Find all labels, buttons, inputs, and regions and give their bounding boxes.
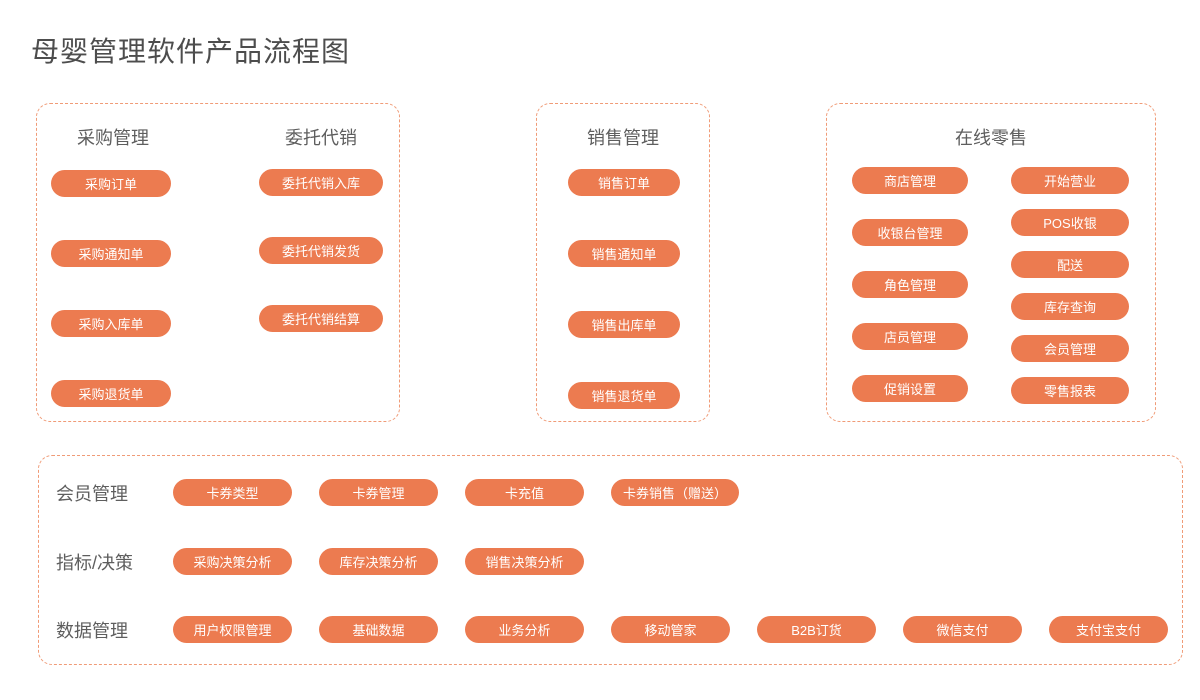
flow-node: 采购决策分析 <box>173 548 292 575</box>
flow-node: 销售订单 <box>568 169 680 196</box>
flow-node: 委托代销入库 <box>259 169 383 196</box>
page-title: 母婴管理软件产品流程图 <box>31 36 351 67</box>
flow-node: 库存查询 <box>1011 293 1129 320</box>
flow-node: 业务分析 <box>465 616 584 643</box>
pill-column-retail-right: 开始营业 POS收银配送库存查询会员管理零售报表 <box>1011 167 1129 404</box>
flow-node: 促销设置 <box>852 375 968 402</box>
group-sales: 销售管理 销售订单销售通知单销售出库单销售退货单 <box>536 103 710 422</box>
flow-node: 销售出库单 <box>568 311 680 338</box>
flow-node: B2B订货 <box>757 616 876 643</box>
flow-node: 卡充值 <box>465 479 584 506</box>
flow-node: POS收银 <box>1011 209 1129 236</box>
flow-node: 支付宝支付 <box>1049 616 1168 643</box>
row-label-member-management: 会员管理 <box>56 483 128 504</box>
flow-node: 委托代销结算 <box>259 305 383 332</box>
flow-node: 采购入库单 <box>51 310 171 337</box>
flow-node: 会员管理 <box>1011 335 1129 362</box>
flow-node: 微信支付 <box>903 616 1022 643</box>
pill-column-sales: 销售订单销售通知单销售出库单销售退货单 <box>568 169 680 409</box>
flow-node: 销售决策分析 <box>465 548 584 575</box>
flow-node: 委托代销发货 <box>259 237 383 264</box>
flow-node: 采购订单 <box>51 170 171 197</box>
flow-node: 卡券管理 <box>319 479 438 506</box>
flow-node: 销售通知单 <box>568 240 680 267</box>
flow-node: 用户权限管理 <box>173 616 292 643</box>
column-heading-consignment: 委托代销 <box>285 128 357 148</box>
flow-node: 商店管理 <box>852 167 968 194</box>
pill-column-retail-left: 商店管理收银台管理角色管理店员管理促销设置 <box>852 167 968 402</box>
flow-node: 角色管理 <box>852 271 968 298</box>
row-pills-data-management: 用户权限管理基础数据业务分析移动管家 B2B订货微信支付支付宝支付 <box>173 616 1168 643</box>
flow-node: 卡券销售（赠送） <box>611 479 740 506</box>
row-label-data-management: 数据管理 <box>56 620 128 641</box>
flow-node: 收银台管理 <box>852 219 968 246</box>
flow-node: 采购退货单 <box>51 380 171 407</box>
flow-node: 店员管理 <box>852 323 968 350</box>
flow-node: 移动管家 <box>611 616 730 643</box>
row-pills-member-management: 卡券类型卡券管理卡充值卡券销售（赠送） <box>173 479 740 506</box>
flow-node: 采购通知单 <box>51 240 171 267</box>
flow-node: 库存决策分析 <box>319 548 438 575</box>
flow-node: 零售报表 <box>1011 377 1129 404</box>
flow-node: 销售退货单 <box>568 382 680 409</box>
flow-node: 配送 <box>1011 251 1129 278</box>
flow-node: 卡券类型 <box>173 479 292 506</box>
row-data-management: 数据管理 用户权限管理基础数据业务分析移动管家 B2B订货微信支付支付宝支付 <box>39 616 1182 643</box>
group-online-retail: 在线零售 商店管理收银台管理角色管理店员管理促销设置 开始营业 POS收银配送库存… <box>826 103 1156 422</box>
flow-node: 基础数据 <box>319 616 438 643</box>
group-platform: 会员管理 卡券类型卡券管理卡充值卡券销售（赠送） 指标/决策 采购决策分析库存决… <box>38 455 1183 665</box>
column-heading-online-retail: 在线零售 <box>955 128 1027 148</box>
row-label-metrics-decision: 指标/决策 <box>56 552 134 573</box>
pill-column-consignment: 委托代销入库委托代销发货委托代销结算 <box>259 169 383 332</box>
column-heading-purchase: 采购管理 <box>77 128 149 148</box>
row-member-management: 会员管理 卡券类型卡券管理卡充值卡券销售（赠送） <box>39 479 1182 506</box>
row-pills-metrics-decision: 采购决策分析库存决策分析销售决策分析 <box>173 548 584 575</box>
column-heading-sales: 销售管理 <box>587 128 659 148</box>
group-purchase-consignment: 采购管理 委托代销 采购订单采购通知单采购入库单采购退货单 委托代销入库委托代销… <box>36 103 400 422</box>
pill-column-purchase: 采购订单采购通知单采购入库单采购退货单 <box>51 170 171 407</box>
flow-node: 开始营业 <box>1011 167 1129 194</box>
row-metrics-decision: 指标/决策 采购决策分析库存决策分析销售决策分析 <box>39 548 1182 575</box>
